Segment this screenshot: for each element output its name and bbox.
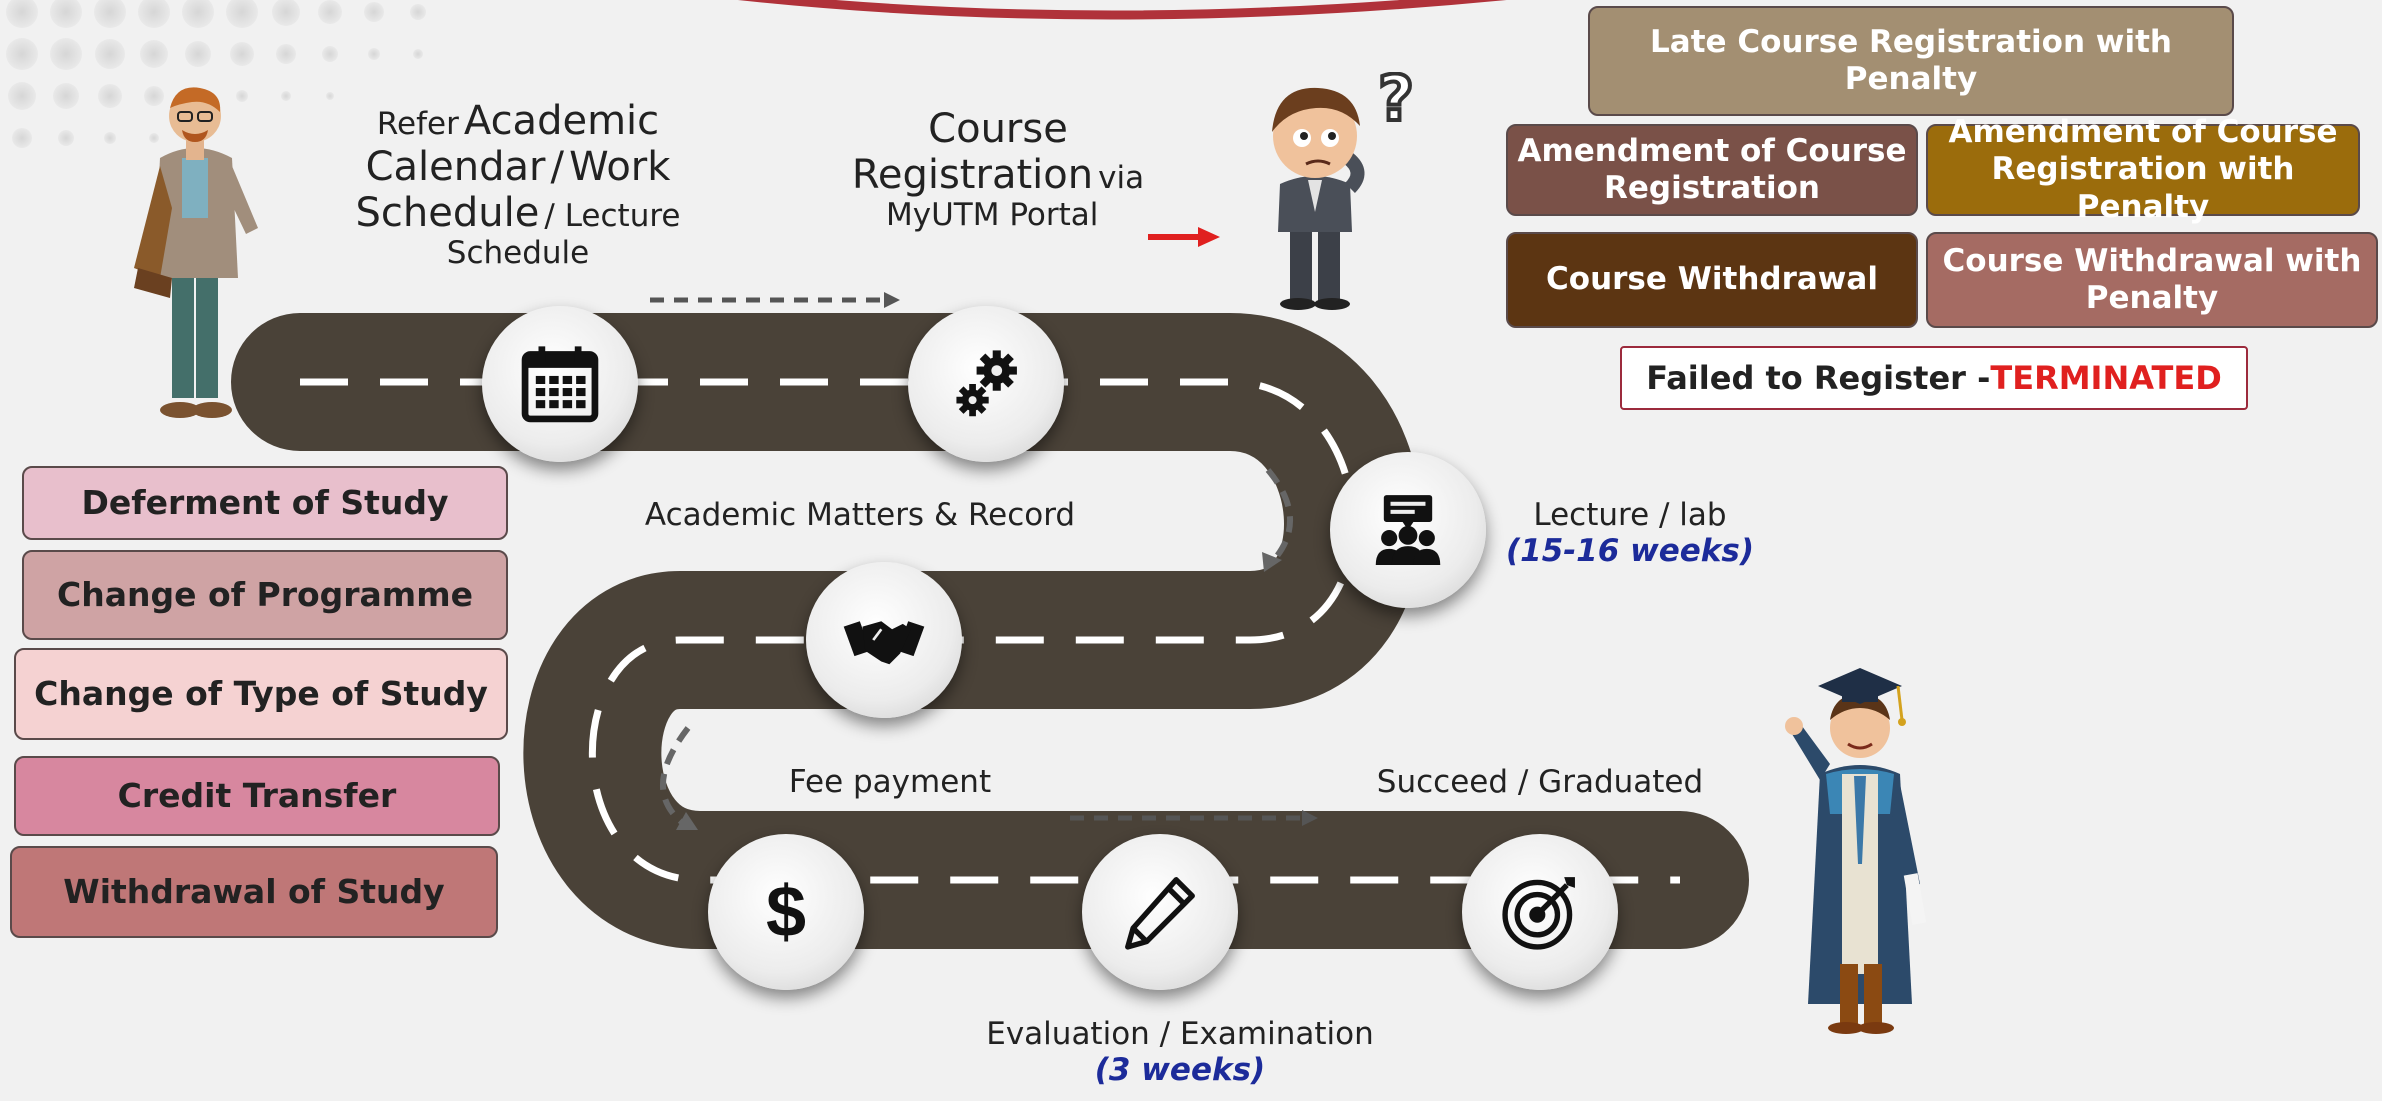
- graduate-figure: [1785, 668, 1927, 1034]
- student-figure: [134, 87, 258, 418]
- dollar-icon: $: [765, 872, 807, 952]
- gears-stop: [908, 306, 1064, 462]
- left-box-label: Change of Programme: [57, 575, 473, 615]
- gears-icon: [956, 350, 1017, 417]
- withdrawal-box: Course Withdrawal: [1506, 232, 1918, 328]
- pencil-icon: [1125, 877, 1195, 950]
- left-box-2: Change of Programme: [22, 550, 508, 640]
- presentation-stop: [1330, 452, 1486, 608]
- academic-matters-label: Academic Matters & Record: [644, 497, 1076, 533]
- confused-man-figure: ?: [1272, 72, 1416, 310]
- evaluation-label: Evaluation / Examination (3 weeks): [986, 1016, 1374, 1088]
- withdrawal-penalty-box: Course Withdrawal with Penalty: [1926, 232, 2378, 328]
- dollar-stop: $: [708, 834, 864, 990]
- left-box-1: Deferment of Study: [22, 466, 508, 540]
- presentation-icon: [1375, 495, 1441, 565]
- refer-calendar-label: Refer Academic Calendar / Work Schedule …: [355, 98, 681, 271]
- failed-register-box: Failed to Register -TERMINATED: [1620, 346, 2248, 410]
- handshake-stop: [806, 562, 962, 718]
- left-box-3: Change of Type of Study: [14, 648, 508, 740]
- left-box-label: Credit Transfer: [117, 776, 397, 816]
- target-stop: [1462, 834, 1618, 990]
- course-registration-label: Course Registration via MyUTM Portal: [851, 106, 1145, 233]
- svg-text:?: ?: [1378, 72, 1414, 135]
- left-box-label: Change of Type of Study: [34, 674, 488, 714]
- target-icon: [1502, 877, 1575, 950]
- left-box-label: Withdrawal of Study: [63, 872, 445, 912]
- handshake-icon: [843, 621, 925, 665]
- left-box-label: Deferment of Study: [81, 483, 449, 523]
- fee-payment-label: Fee payment: [788, 764, 992, 800]
- calendar-stop: [482, 306, 638, 462]
- pencil-stop: [1082, 834, 1238, 990]
- amendment-penalty-box: Amendment of Course Registration with Pe…: [1926, 114, 2360, 225]
- amendment-box: Amendment of Course Registration: [1506, 124, 1918, 216]
- left-box-4: Credit Transfer: [14, 756, 500, 836]
- lecture-label: Lecture / lab (15-16 weeks): [1505, 497, 1755, 569]
- calendar-icon: [521, 346, 599, 423]
- left-box-5: Withdrawal of Study: [10, 846, 498, 938]
- late-registration-box: Late Course Registration with Penalty: [1588, 6, 2234, 116]
- succeed-label: Succeed / Graduated: [1376, 764, 1704, 800]
